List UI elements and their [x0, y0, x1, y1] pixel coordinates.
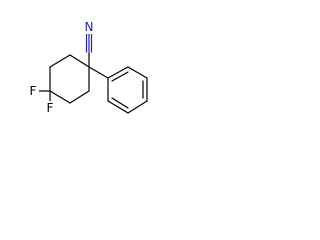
ring-bond-cf2-bottom — [49, 90, 71, 104]
phenyl-double-3 — [111, 97, 129, 109]
ring-bond-bottom-right — [69, 90, 90, 104]
phenyl-ring — [107, 66, 148, 114]
ring-bond-top-left — [49, 54, 71, 68]
cyclohexane-ring — [49, 54, 90, 104]
phenyl-bond-2 — [127, 66, 148, 79]
phenyl-bond-1 — [107, 66, 129, 79]
fluorine-1-atom-label: F — [30, 84, 37, 98]
fluorine-2-label-bg — [44, 101, 56, 115]
chemical-structure: N F F — [27, 20, 148, 115]
ring-bond-quat-top — [69, 54, 90, 68]
nitrile-group — [85, 33, 93, 68]
atom-labels: N F F — [27, 20, 95, 115]
fluorine-2-atom-label: F — [47, 101, 54, 115]
phenyl-bond-4 — [127, 100, 148, 114]
phenyl-double-1 — [111, 71, 129, 82]
fluorine-1-label-bg — [27, 84, 39, 98]
difluoro-group — [38, 90, 51, 102]
nitrogen-atom-label: N — [85, 20, 94, 34]
phenyl-bond-5 — [107, 100, 129, 114]
nitrogen-label-bg — [83, 20, 95, 34]
bond-quat-phenyl — [88, 66, 109, 79]
